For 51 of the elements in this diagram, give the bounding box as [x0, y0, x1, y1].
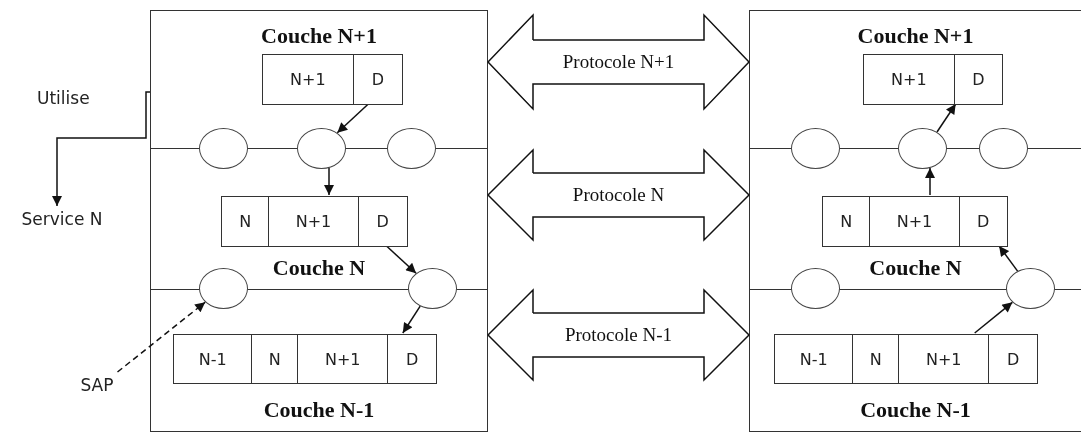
arrow: [402, 305, 421, 334]
header-cell-text: N: [238, 211, 253, 233]
data-cell: D: [357, 197, 407, 246]
arrow: [52, 91, 151, 207]
dashed-arrow: [116, 301, 206, 373]
data-cell: D: [352, 55, 402, 104]
header-cell: N+1: [297, 335, 388, 383]
layer-panel: [150, 148, 488, 290]
side-label: SAP: [72, 372, 122, 398]
layer-panel: [749, 289, 1081, 432]
layer-title: Couche N-1: [263, 397, 375, 422]
layer-panel: [150, 10, 488, 149]
layer-title: Couche N: [869, 255, 962, 280]
data-cell: D: [988, 335, 1037, 383]
data-unit-frame: [262, 54, 403, 105]
data-unit-frame: [173, 334, 437, 384]
header-cell: N: [251, 335, 298, 383]
arrow: [925, 167, 935, 196]
data-unit-frame: [221, 196, 408, 247]
header-cell-text: N-1: [197, 348, 228, 371]
data-unit-frame: [774, 334, 1038, 384]
header-cell: N: [852, 335, 899, 383]
layer-panel: [150, 289, 488, 432]
layer-title: Couche N+1: [261, 23, 377, 48]
double-arrow: [487, 14, 750, 111]
data-cell: D: [958, 197, 1007, 246]
arrow: [385, 245, 417, 275]
double-arrow: [487, 289, 750, 382]
header-cell: N+1: [869, 197, 959, 246]
layer-panel: [749, 10, 1081, 149]
arrow: [936, 103, 957, 133]
layer-title: Couche N+1: [857, 23, 974, 48]
arrow: [324, 167, 334, 196]
layer-title: Couche N: [272, 255, 366, 280]
header-cell-text: N+1: [289, 69, 327, 91]
side-label: Service N: [8, 206, 116, 232]
data-unit-frame: [863, 54, 1003, 105]
data-cell: D: [953, 55, 1002, 104]
arrow: [998, 245, 1019, 272]
header-cell-text: N-1: [798, 348, 829, 371]
data-cell: D: [387, 335, 436, 383]
arrow: [973, 301, 1014, 334]
header-cell-text: N: [839, 211, 854, 233]
data-unit-frame: [822, 196, 1008, 247]
arrow: [336, 103, 370, 134]
layer-title: Couche N-1: [860, 397, 971, 422]
header-cell: N+1: [268, 197, 358, 246]
header-cell: N+1: [898, 335, 989, 383]
header-cell-text: N+1: [890, 69, 928, 91]
edge-label: Utilise: [37, 88, 90, 108]
double-arrow: [487, 149, 750, 242]
